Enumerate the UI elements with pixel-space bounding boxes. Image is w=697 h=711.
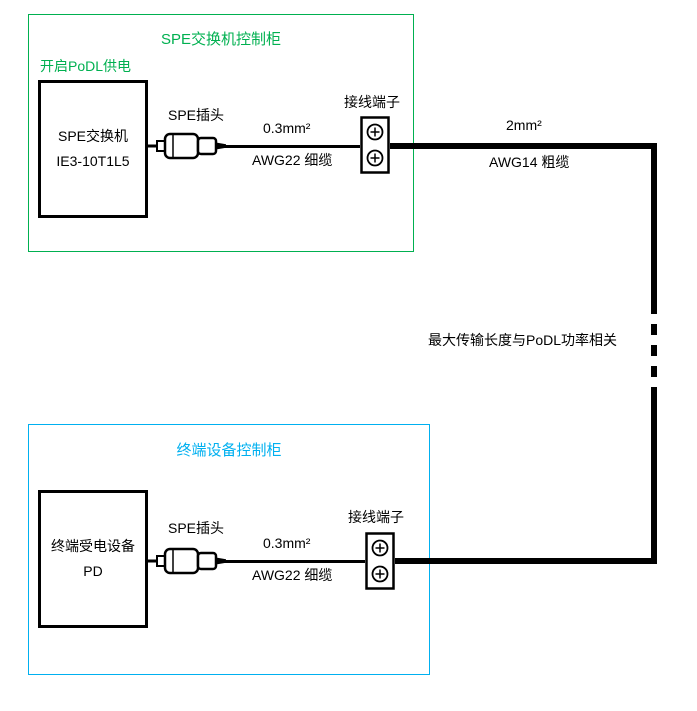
- thin-cable-spec-top: 0.3mm²: [263, 120, 311, 136]
- terminal-label-top: 接线端子: [344, 94, 400, 110]
- vertical-cable-lower: [651, 387, 657, 564]
- device-name-top: SPE交换机: [57, 128, 128, 144]
- spe-plug-label-top: SPE插头: [168, 107, 225, 123]
- thick-cable-spec: 2mm²: [506, 117, 542, 133]
- thin-cable-type-bottom: AWG22 细缆: [252, 567, 333, 583]
- device-model-bottom: PD: [83, 563, 103, 579]
- spe-plug-icon: [146, 132, 226, 160]
- terminal-block-icon-bottom: [365, 532, 395, 590]
- spe-plug-icon-bottom: [146, 547, 226, 575]
- terminal-label-bottom: 接线端子: [348, 509, 404, 525]
- vertical-cable-upper: [651, 143, 657, 303]
- thick-cable-top: [390, 143, 657, 149]
- thick-cable-bottom: [395, 558, 657, 564]
- terminal-block-icon-top: [360, 116, 390, 174]
- thin-cable-bottom: [224, 560, 365, 563]
- bottom-cabinet-title: 终端设备控制柜: [176, 442, 282, 459]
- thin-cable-type-top: AWG22 细缆: [252, 152, 333, 168]
- top-cabinet-title: SPE交换机控制柜: [160, 31, 281, 48]
- max-length-annotation: 最大传输长度与PoDL功率相关: [428, 332, 618, 348]
- podl-label: 开启PoDL供电: [40, 58, 132, 74]
- vertical-cable-dashed: [651, 303, 657, 387]
- spe-plug-label-bottom: SPE插头: [168, 520, 225, 536]
- thin-cable-top: [224, 145, 360, 148]
- pd-device-box: 终端受电设备 PD: [38, 490, 148, 628]
- device-name-bottom: 终端受电设备: [51, 538, 135, 554]
- spe-switch-device-box: SPE交换机 IE3-10T1L5: [38, 80, 148, 218]
- thick-cable-type: AWG14 粗缆: [489, 154, 570, 170]
- device-model-top: IE3-10T1L5: [56, 153, 130, 169]
- thin-cable-spec-bottom: 0.3mm²: [263, 535, 311, 551]
